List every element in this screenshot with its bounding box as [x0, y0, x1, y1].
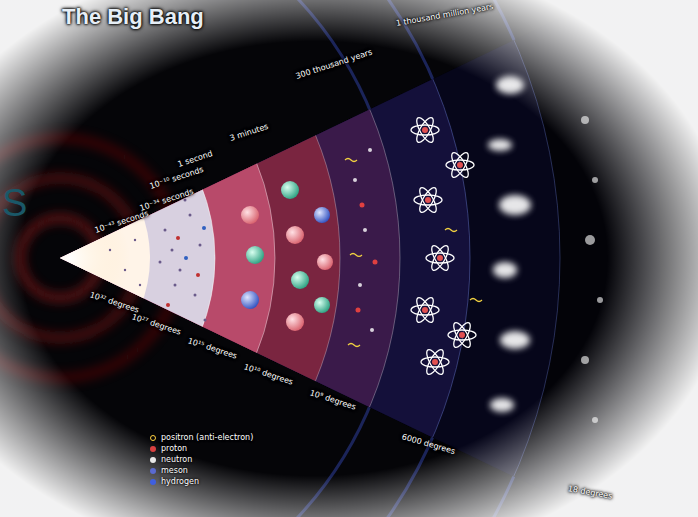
time-label: 10⁻¹⁰ seconds: [149, 165, 205, 191]
legend-text: hydrogen: [161, 477, 199, 486]
slide-letter: S: [2, 182, 27, 225]
legend-row: positron (anti-electron): [150, 432, 253, 443]
temperature-label: 10²⁷ degrees: [131, 312, 183, 336]
legend-swatch: [150, 468, 156, 474]
legend-text: neutron: [161, 455, 192, 464]
legend-swatch: [150, 457, 156, 463]
legend-swatch: [150, 479, 156, 485]
legend-row: hydrogen: [150, 476, 253, 487]
legend-row: meson: [150, 465, 253, 476]
legend-swatch: [150, 435, 156, 441]
temperature-label: 10¹⁵ degrees: [187, 336, 239, 360]
temperature-label: 10³² degrees: [89, 290, 141, 314]
legend-text: proton: [161, 444, 187, 453]
legend-text: meson: [161, 466, 188, 475]
time-label: 300 thousand years: [295, 48, 374, 81]
temperature-label: 10¹⁰ degrees: [243, 362, 295, 386]
time-label: 1 thousand million years: [395, 2, 494, 28]
temperature-label: 10⁹ degrees: [309, 388, 358, 411]
legend: positron (anti-electron) proton neutron mes…: [150, 432, 253, 487]
diagram-title: The Big Bang: [62, 4, 204, 30]
time-label: 10⁻³⁴ seconds: [139, 187, 195, 213]
legend-text: positron (anti-electron): [161, 433, 253, 442]
legend-swatch: [150, 446, 156, 452]
temperature-label: 18 degrees: [567, 484, 613, 501]
temperature-label: 6000 degrees: [401, 432, 456, 456]
time-label: 3 minutes: [229, 122, 270, 143]
legend-row: proton: [150, 443, 253, 454]
legend-row: neutron: [150, 454, 253, 465]
